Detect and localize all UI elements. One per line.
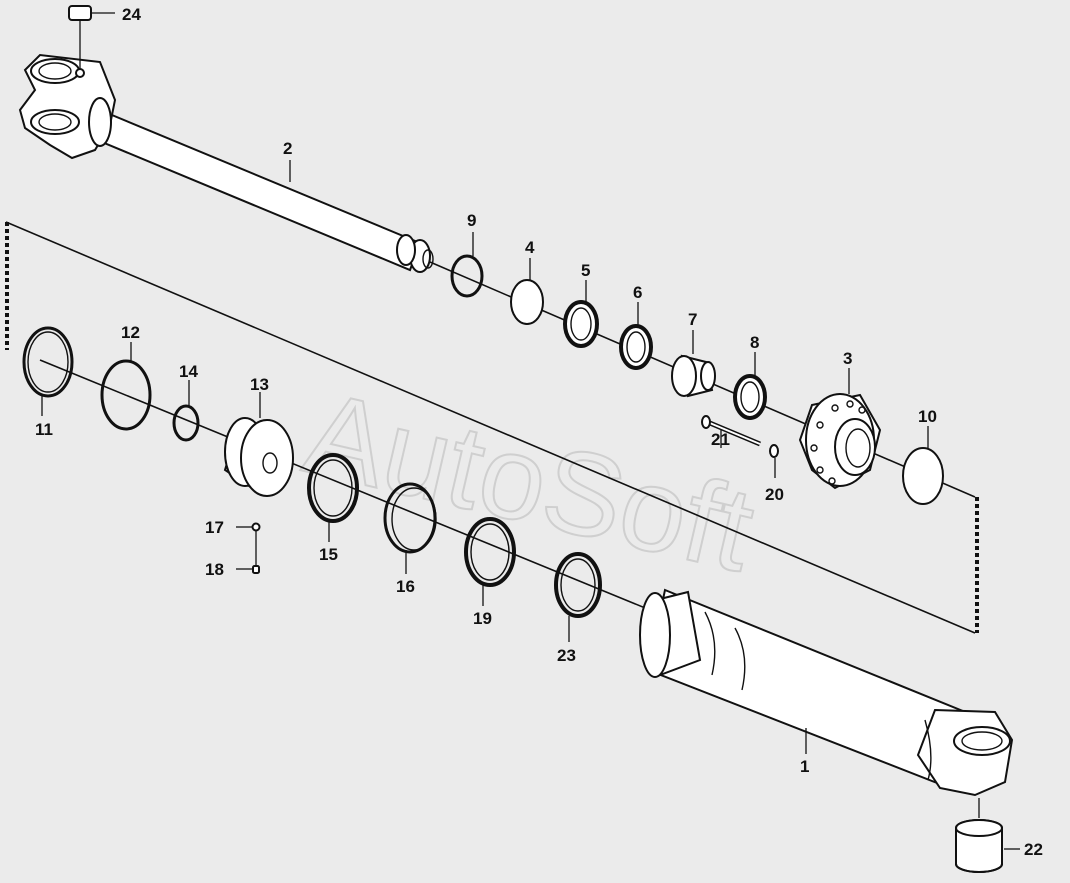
bushing-part-22 [955,798,1003,873]
disc-part-4 [510,279,544,325]
label-22: 22 [1024,840,1043,859]
label-4: 4 [525,238,535,257]
label-15: 15 [319,545,338,564]
label-9: 9 [467,211,476,230]
seal-part-23 [554,552,602,618]
cylinder-tube-part-1 [639,588,1014,797]
ring-part-11 [22,326,74,398]
ring-part-12 [100,359,152,431]
label-1: 1 [800,757,809,776]
grease-nipple-part-24 [68,5,92,78]
label-12: 12 [121,323,140,342]
seal-part-5 [563,300,599,348]
label-11: 11 [35,420,53,439]
label-20: 20 [765,485,784,504]
seal-part-15 [307,453,359,523]
label-23: 23 [557,646,576,665]
seal-part-6 [619,324,653,370]
label-19: 19 [473,609,492,628]
label-7: 7 [688,310,697,329]
label-21: 21 [711,430,730,449]
cylinder-head-part-3 [798,393,882,490]
bushing-part-7 [671,354,716,398]
label-18: 18 [205,560,224,579]
ring-part-14 [172,404,200,442]
label-16: 16 [396,577,415,596]
disc-part-10 [902,447,944,505]
piston-part-13 [223,417,294,497]
part-labels: 24 2 9 4 5 6 7 8 3 10 21 20 11 12 14 13 … [35,5,1043,859]
label-6: 6 [633,283,642,302]
seal-part-19 [464,517,516,587]
piston-rod-part-2 [18,53,434,273]
label-13: 13 [250,375,269,394]
label-5: 5 [581,261,590,280]
label-17: 17 [205,518,224,537]
label-2: 2 [283,139,292,158]
label-10: 10 [918,407,937,426]
watermark: AutoSoft [294,367,765,597]
leader-lines [41,12,1020,850]
seal-part-8 [733,374,767,420]
label-14: 14 [179,362,198,381]
screw-part-21 [701,415,761,447]
pin-part-18 [252,565,260,574]
label-8: 8 [750,333,759,352]
label-3: 3 [843,349,852,368]
label-24: 24 [122,5,141,24]
ball-part-17 [251,522,261,532]
washer-part-20 [769,444,779,458]
guide-ring-part-16 [383,482,437,554]
ring-part-9 [450,254,484,298]
